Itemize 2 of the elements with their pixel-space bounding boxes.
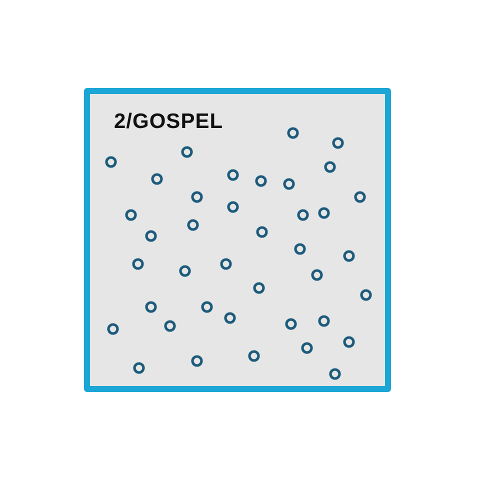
panel-title: 2/GOSPEL — [114, 110, 224, 134]
panel-box — [84, 88, 391, 392]
